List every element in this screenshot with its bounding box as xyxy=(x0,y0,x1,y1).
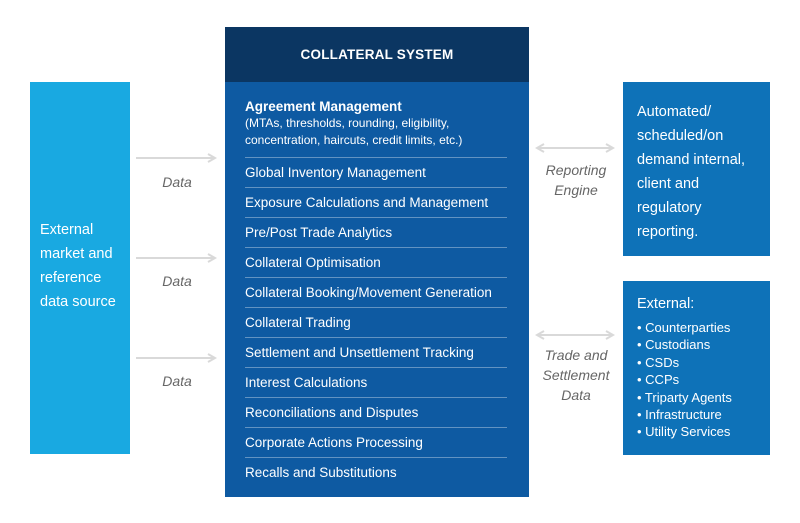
module-divider xyxy=(245,247,507,248)
external-party-item: • CCPs xyxy=(637,372,680,388)
data-label-1: Data xyxy=(162,174,192,190)
module-divider xyxy=(245,157,507,158)
external-parties-list: • Counterparties • Custodians • CSDs • C… xyxy=(637,319,732,441)
external-party-item: • CSDs xyxy=(637,354,680,370)
collateral-system-title: COLLATERAL SYSTEM xyxy=(225,27,529,82)
external-data-source-text: External market and reference data sourc… xyxy=(40,222,116,310)
module-item: Recalls and Substitutions xyxy=(245,465,397,480)
reporting-box: Automated/ scheduled/on demand internal,… xyxy=(623,82,770,256)
reporting-engine-label: Reporting Engine xyxy=(545,162,607,198)
external-party-item: • Custodians xyxy=(637,337,711,353)
module-divider xyxy=(245,367,507,368)
external-parties-title: External: xyxy=(637,296,695,312)
module-divider xyxy=(245,397,507,398)
agreement-management-block: Agreement Management (MTAs, thresholds, … xyxy=(245,98,515,149)
module-item: Global Inventory Management xyxy=(245,165,426,180)
external-party-item: • Triparty Agents xyxy=(637,389,732,405)
module-item: Pre/Post Trade Analytics xyxy=(245,225,393,240)
data-label-3: Data xyxy=(162,373,192,389)
module-divider xyxy=(245,277,507,278)
collateral-system-box: COLLATERAL SYSTEM Agreement Management (… xyxy=(225,27,529,497)
module-divider xyxy=(245,187,507,188)
module-divider xyxy=(245,217,507,218)
data-label-2: Data xyxy=(162,273,192,289)
module-item: Collateral Trading xyxy=(245,315,351,330)
trade-settlement-label: Trade and Settlement Data xyxy=(542,347,610,403)
module-item: Reconciliations and Disputes xyxy=(245,405,419,420)
agreement-management-title: Agreement Management xyxy=(245,99,402,114)
module-item: Collateral Optimisation xyxy=(245,255,381,270)
reporting-box-text: Automated/ scheduled/on demand internal,… xyxy=(637,104,746,240)
module-divider xyxy=(245,427,507,428)
external-parties-box: External: • Counterparties • Custodians … xyxy=(623,281,770,455)
agreement-management-subtitle: (MTAs, thresholds, rounding, eligibility… xyxy=(245,116,463,147)
external-party-item: • Utility Services xyxy=(637,424,731,440)
external-data-source-box: External market and reference data sourc… xyxy=(30,82,130,454)
module-item: Settlement and Unsettlement Tracking xyxy=(245,345,474,360)
module-divider xyxy=(245,457,507,458)
external-party-item: • Counterparties xyxy=(637,320,731,335)
external-party-item: • Infrastructure xyxy=(637,407,722,423)
module-item: Corporate Actions Processing xyxy=(245,435,423,450)
module-item: Interest Calculations xyxy=(245,375,368,390)
module-item: Exposure Calculations and Management xyxy=(245,195,489,210)
module-divider xyxy=(245,307,507,308)
module-divider xyxy=(245,337,507,338)
module-item: Collateral Booking/Movement Generation xyxy=(245,285,492,300)
